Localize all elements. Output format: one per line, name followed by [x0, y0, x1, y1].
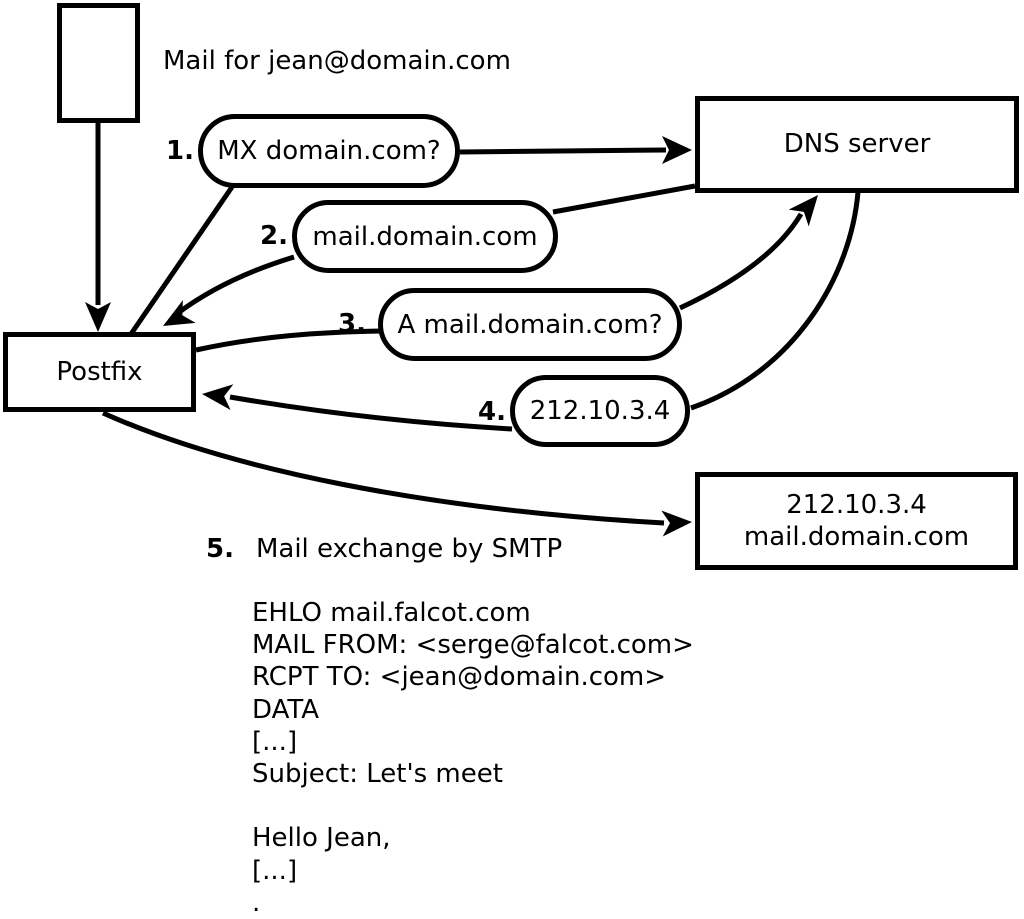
step4-response-label: 212.10.3.4	[529, 396, 671, 426]
step5-caption: 5. Mail exchange by SMTP	[206, 534, 562, 564]
arrow-step1-to-dns-line	[459, 147, 667, 155]
node-mail-server: 212.10.3.4 mail.domain.com	[695, 472, 1018, 570]
smtp-line	[252, 790, 694, 822]
smtp-line: EHLO mail.falcot.com	[252, 598, 531, 628]
step2-response-label: mail.domain.com	[312, 221, 538, 252]
step5-number: 5.	[206, 534, 234, 564]
arrowhead-step2-into-postfix	[163, 300, 196, 326]
mail-server-ip: 212.10.3.4	[786, 489, 927, 520]
step3-query-label: A mail.domain.com?	[397, 309, 663, 340]
smtp-line: DATA	[252, 694, 319, 725]
smtp-line: RCPT TO: <jean@domain.com>	[252, 662, 667, 693]
arrow-step3-to-dns-line	[678, 212, 804, 311]
arrowhead-step4-into-postfix	[202, 384, 234, 410]
smtp-session-transcript: EHLO mail.falcot.com MAIL FROM: <serge@f…	[252, 597, 694, 919]
arrowhead-into-dns-left	[662, 136, 692, 164]
arrowhead-step3-into-dns	[788, 195, 818, 227]
mail-message-icon	[57, 3, 140, 123]
node-dns-server-label: DNS server	[783, 129, 931, 160]
smtp-line: [...]	[252, 855, 298, 886]
step2-number: 2.	[260, 221, 288, 251]
arrowhead-into-mailserver	[661, 510, 692, 537]
node-postfix-label: Postfix	[56, 356, 143, 387]
step3-number: 3.	[338, 309, 366, 339]
step1-number: 1.	[166, 136, 194, 166]
smtp-line: Hello Jean,	[252, 823, 391, 854]
step1-query-pill: MX domain.com?	[198, 114, 460, 188]
node-postfix: Postfix	[3, 332, 196, 412]
line-postfix-to-step1	[128, 185, 235, 336]
mail-note: Mail for jean@domain.com	[163, 46, 511, 76]
step4-response-pill: 212.10.3.4	[510, 375, 690, 447]
smtp-line: [...]	[252, 726, 298, 757]
line-dns-to-step4	[690, 191, 861, 411]
step4-number: 4.	[478, 397, 506, 427]
smtp-line: .	[252, 887, 261, 918]
mail-server-host: mail.domain.com	[743, 522, 970, 552]
step3-query-pill: A mail.domain.com?	[378, 288, 682, 361]
step5-label: Mail exchange by SMTP	[255, 534, 563, 564]
node-dns-server: DNS server	[695, 96, 1019, 193]
line-dns-to-step2	[552, 183, 696, 215]
smtp-line: MAIL FROM: <serge@falcot.com>	[252, 630, 694, 661]
arrow-step2-to-postfix-line	[176, 254, 295, 316]
step1-query-label: MX domain.com?	[217, 136, 441, 166]
smtp-line: Subject: Let's meet	[252, 758, 503, 789]
step2-response-pill: mail.domain.com	[292, 200, 558, 273]
arrowhead-into-postfix-top	[85, 302, 111, 332]
